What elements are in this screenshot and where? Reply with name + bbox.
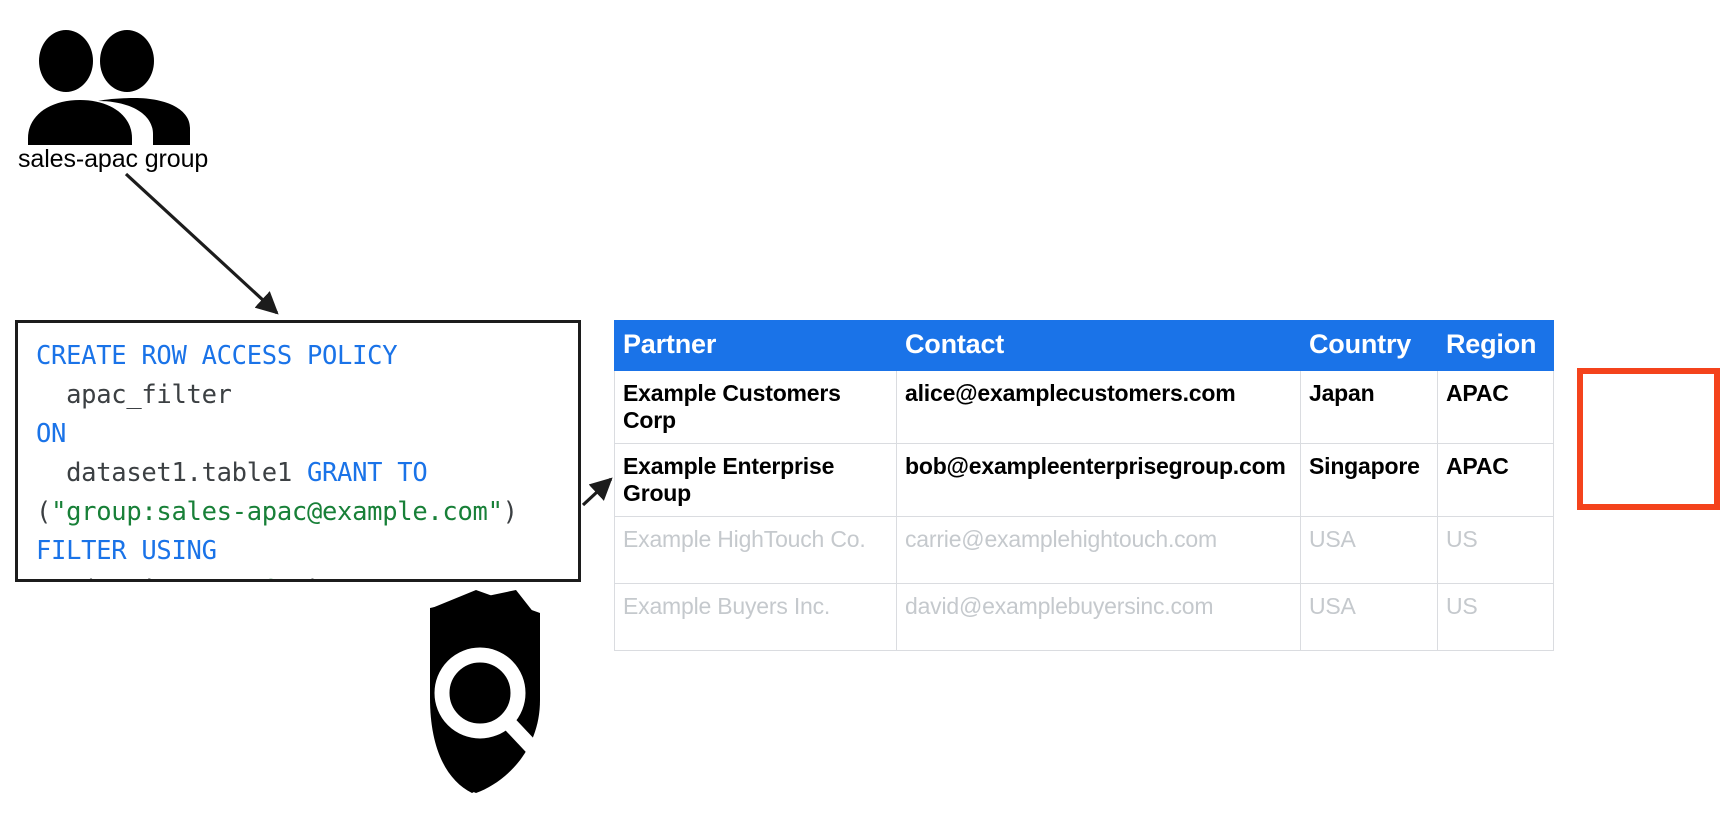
people-group-icon [28, 30, 190, 145]
shield-search-icon [430, 590, 540, 793]
table-header-row: Partner Contact Country Region [614, 320, 1554, 371]
cell-region: APAC [1437, 370, 1554, 444]
cell-country: Singapore [1300, 443, 1438, 517]
column-header-country[interactable]: Country [1300, 320, 1438, 371]
group-node: sales-apac group [18, 20, 248, 180]
column-header-partner[interactable]: Partner [614, 320, 897, 371]
arrow-policy-to-table [581, 477, 613, 507]
arrow-group-to-policy [124, 172, 279, 315]
cell-contact: carrie@examplehightouch.com [896, 516, 1301, 584]
sql-code-text: CREATE ROW ACCESS POLICY apac_filter ON … [36, 341, 518, 579]
cell-region: US [1437, 583, 1554, 651]
table-row[interactable]: Example Buyers Inc. david@examplebuyersi… [614, 583, 1554, 651]
column-header-region[interactable]: Region [1437, 320, 1554, 371]
cell-country: USA [1300, 583, 1438, 651]
partner-table: Partner Contact Country Region Example C… [614, 320, 1554, 651]
cell-partner: Example HighTouch Co. [614, 516, 897, 584]
row-access-policy-code-box: CREATE ROW ACCESS POLICY apac_filter ON … [15, 320, 581, 582]
cell-region: US [1437, 516, 1554, 584]
group-node-label: sales-apac group [18, 145, 209, 173]
cell-country: Japan [1300, 370, 1438, 444]
cell-partner: Example Customers Corp [614, 370, 897, 444]
table-row[interactable]: Example Enterprise Group bob@exampleente… [614, 443, 1554, 517]
cell-country: USA [1300, 516, 1438, 584]
column-header-contact[interactable]: Contact [896, 320, 1301, 371]
region-apac-highlight [1577, 368, 1720, 510]
cell-contact: alice@examplecustomers.com [896, 370, 1301, 444]
table-row[interactable]: Example HighTouch Co. carrie@examplehigh… [614, 516, 1554, 584]
cell-partner: Example Buyers Inc. [614, 583, 897, 651]
table-row[interactable]: Example Customers Corp alice@examplecust… [614, 370, 1554, 444]
cell-contact: bob@exampleenterprisegroup.com [896, 443, 1301, 517]
cell-partner: Example Enterprise Group [614, 443, 897, 517]
cell-region: APAC [1437, 443, 1554, 517]
cell-contact: david@examplebuyersinc.com [896, 583, 1301, 651]
